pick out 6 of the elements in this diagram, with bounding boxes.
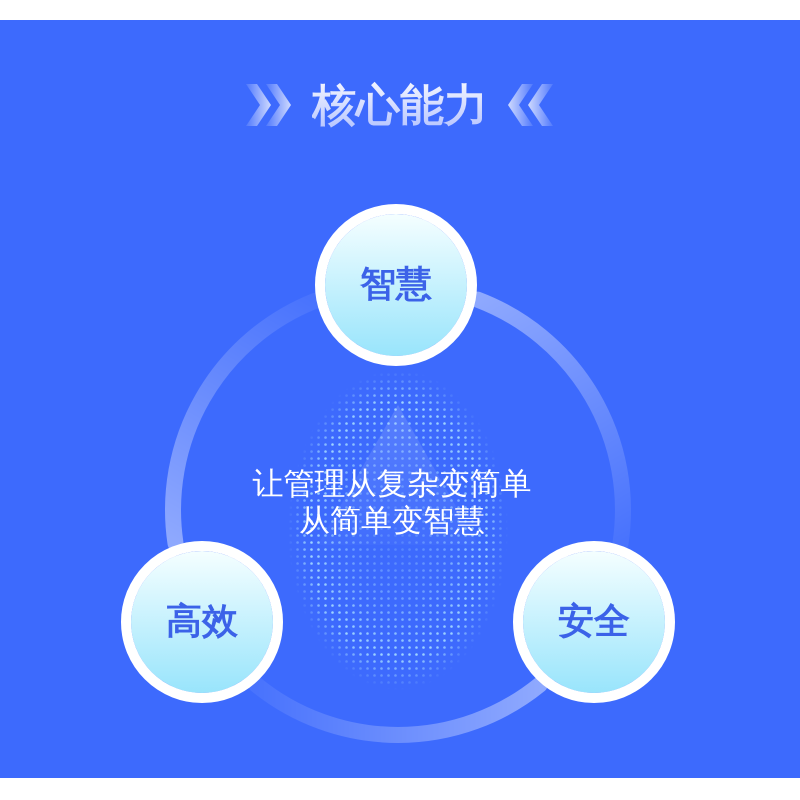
- ring-arc: [248, 676, 548, 743]
- circle-label: 智慧: [360, 265, 432, 305]
- circle-label: 高效: [166, 602, 238, 642]
- slogan-text: 从简单变智慧: [299, 503, 485, 539]
- circle-label: 安全: [558, 602, 630, 642]
- slogan-text: 让管理从复杂变简单: [252, 466, 532, 502]
